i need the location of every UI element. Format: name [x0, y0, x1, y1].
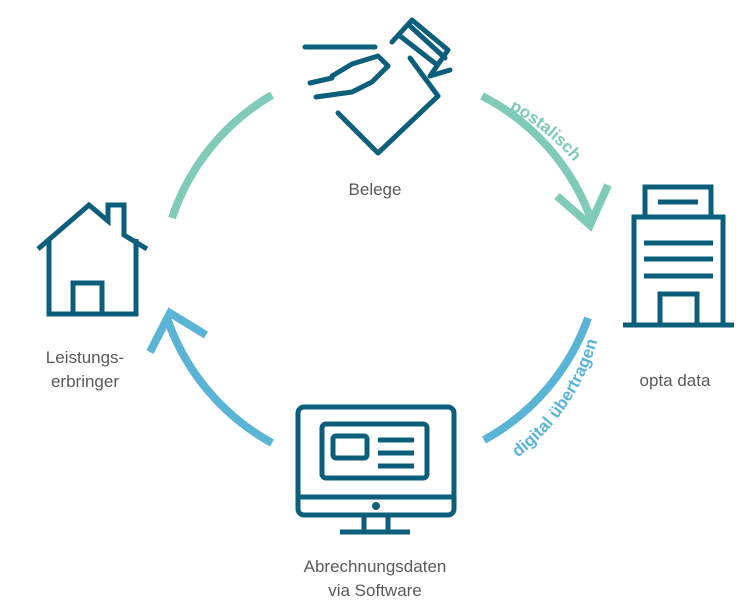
node-label-abrechnung-line1: Abrechnungsdaten: [303, 557, 447, 576]
node-label-leistungserbringer-line2: erbringer: [50, 372, 120, 391]
node-label-leistungserbringer: Leistungs- erbringer: [20, 346, 150, 394]
arc-abrechnung-to-leistungserbringer: [146, 307, 274, 447]
node-label-abrechnung: Abrechnungsdaten via Software: [250, 555, 500, 603]
office-building-icon: [623, 184, 734, 328]
edge-label-postalisch: postalisch: [507, 96, 585, 165]
arrowhead-return-icon: [146, 307, 209, 354]
house-icon: [36, 201, 149, 317]
hand-inserting-receipts-icon: [302, 17, 453, 156]
node-label-opta: opta data: [639, 371, 711, 390]
node-label-leistungserbringer-line1: Leistungs-: [45, 348, 125, 367]
edge-label-digital: digital übertragen: [508, 336, 601, 461]
arc-belege-to-leistungserbringer: [168, 91, 275, 220]
computer-monitor-icon: [295, 404, 457, 535]
arc-postal-to-opta: [480, 92, 612, 232]
node-label-abrechnung-line2: via Software: [328, 581, 422, 600]
arc-opta-to-abrechnung: [482, 316, 592, 444]
node-label-belege: Belege: [348, 180, 402, 199]
arrowhead-postal-icon: [554, 183, 612, 232]
